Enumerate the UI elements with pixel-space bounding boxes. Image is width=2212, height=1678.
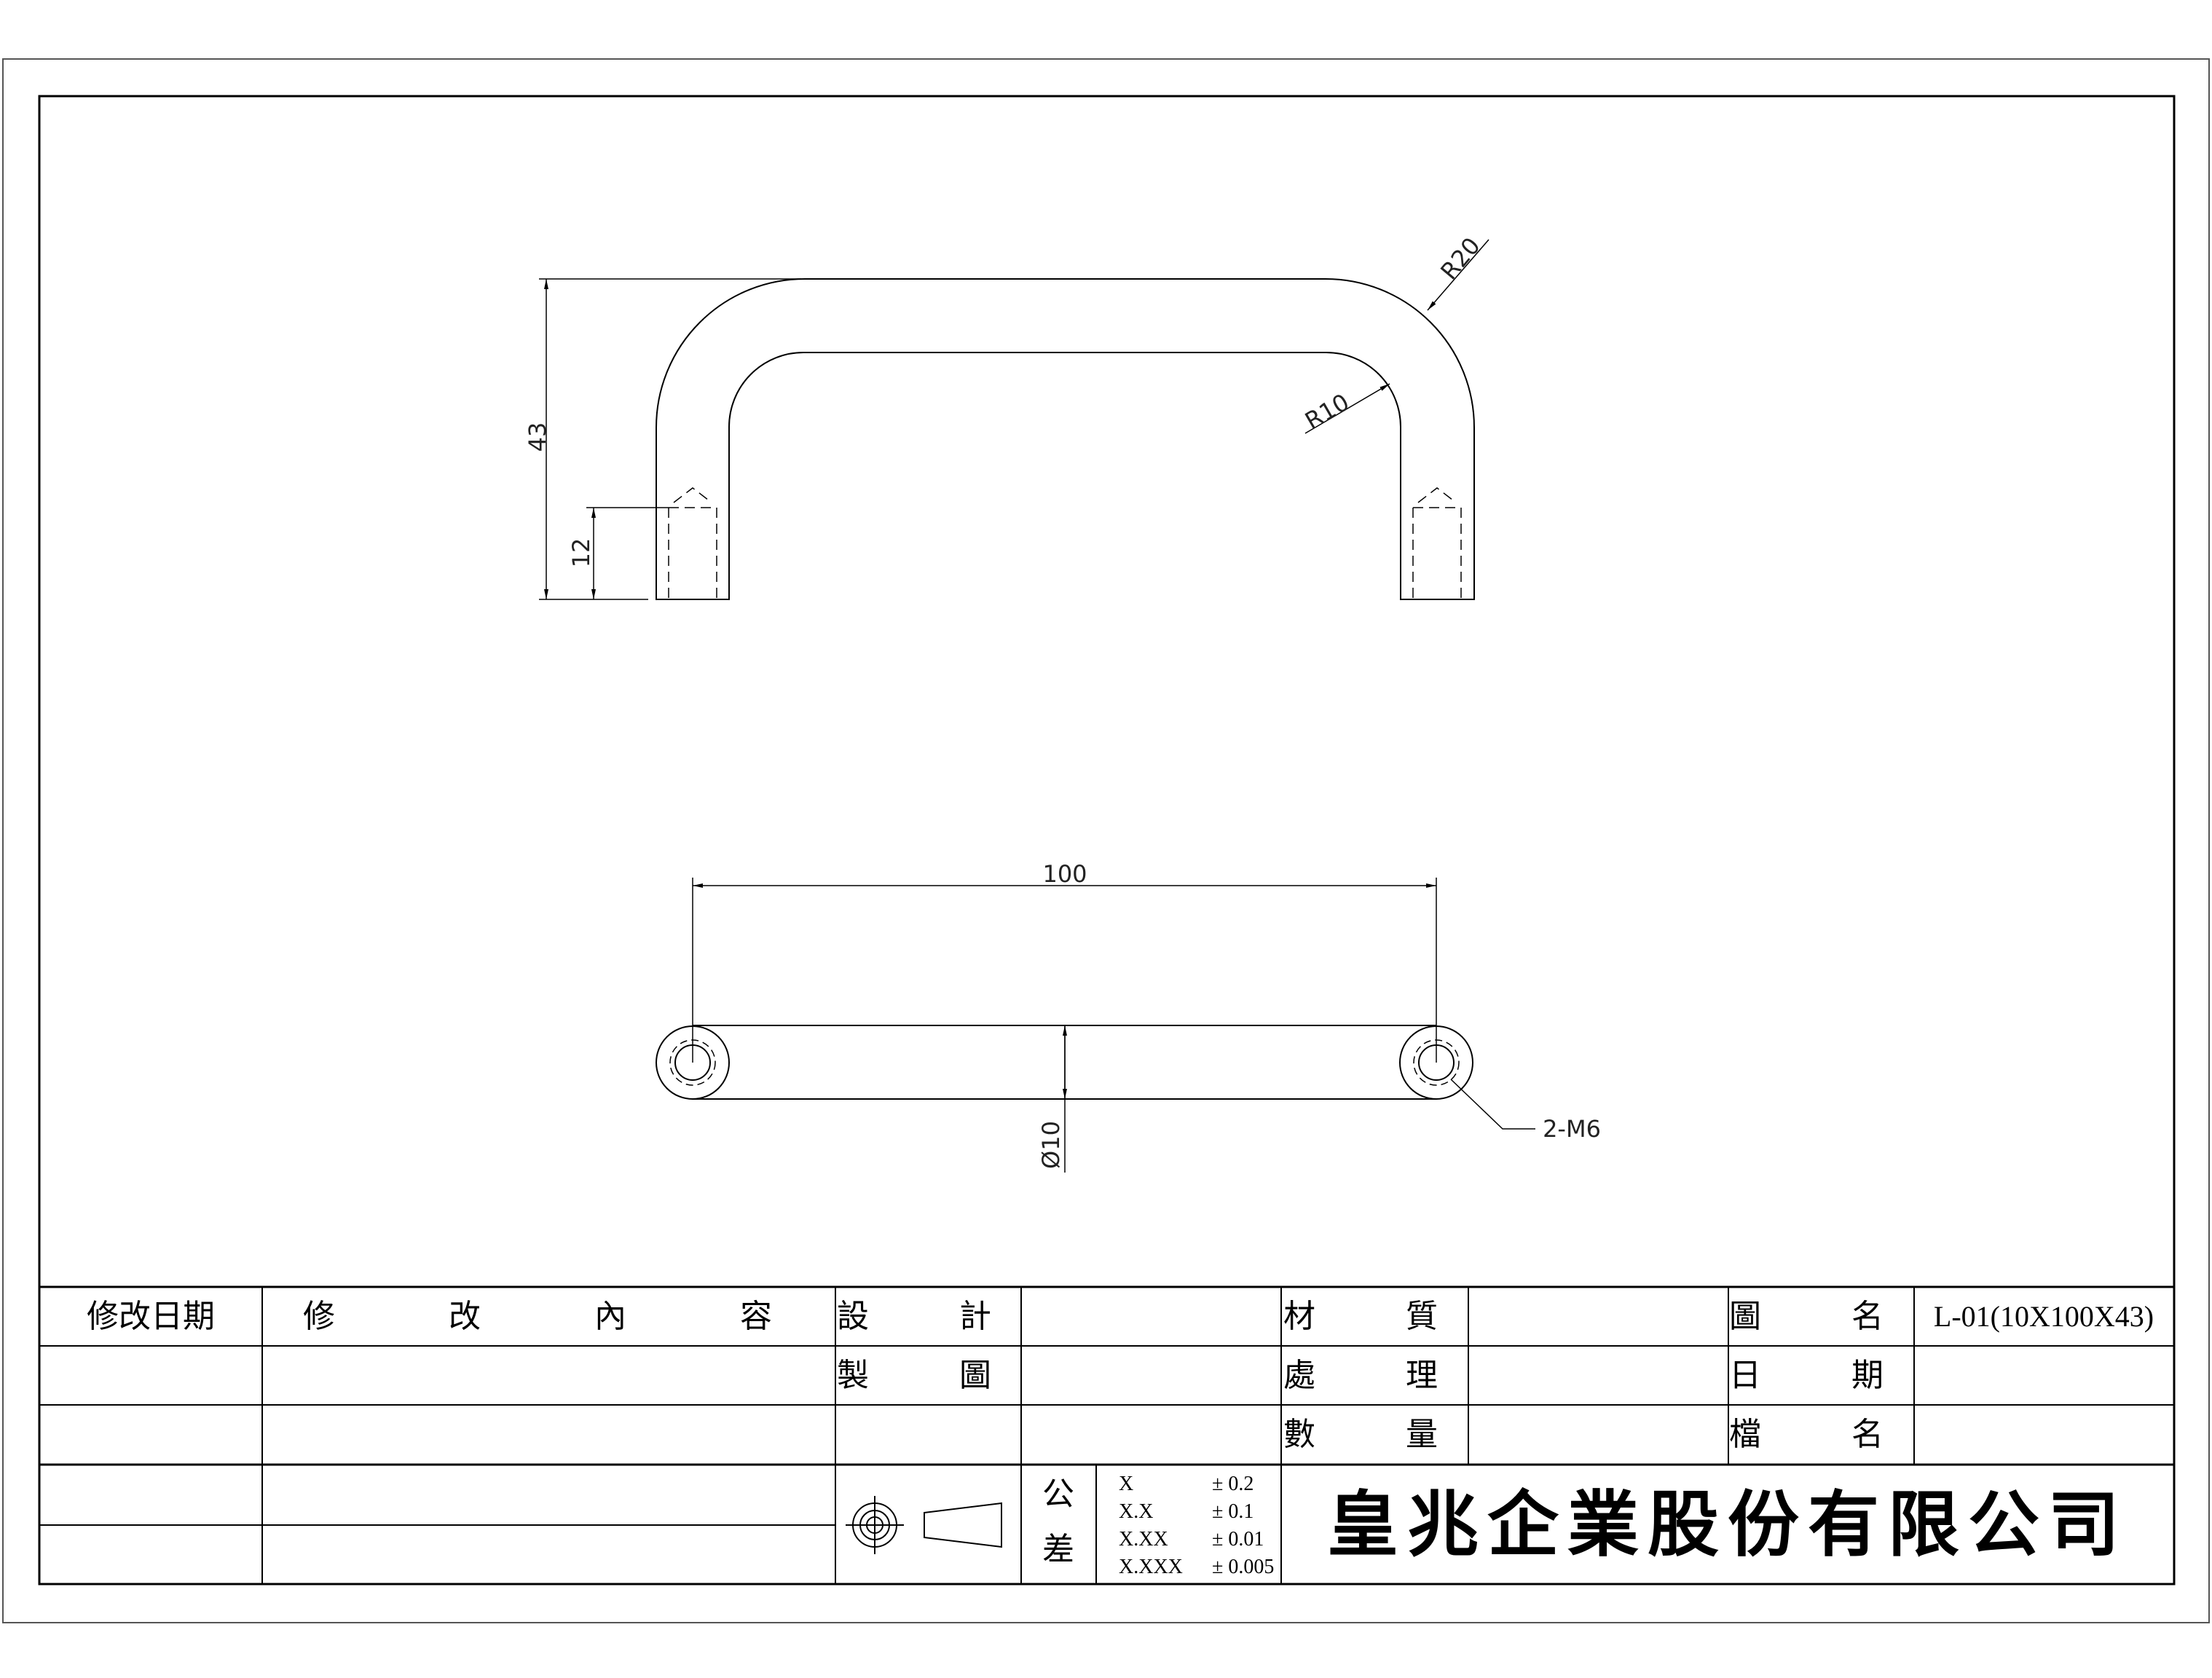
thread-hole-hidden-left — [668, 487, 717, 599]
tolerance-format-1: X — [1119, 1473, 1134, 1495]
tolerance-format-4: X.XXX — [1119, 1556, 1183, 1578]
revision-content-header-4: 容 — [740, 1298, 772, 1335]
projection-symbol-icon — [846, 1496, 1002, 1554]
tolerance-label-1: 公 — [1042, 1476, 1074, 1513]
drawing-name-label: 圖 名 — [1729, 1298, 1913, 1335]
quantity-label: 數 量 — [1283, 1416, 1467, 1453]
drafter-label: 製 圖 — [837, 1357, 1020, 1394]
title-block-grid — [39, 1285, 2174, 1584]
treatment-label: 處 理 — [1283, 1357, 1467, 1394]
revision-content-header-3: 內 — [594, 1298, 626, 1335]
material-label: 材 質 — [1283, 1298, 1467, 1335]
inner-frame — [38, 95, 2176, 1586]
date-label: 日 期 — [1729, 1357, 1913, 1394]
handle-plan-view — [656, 1025, 1473, 1100]
dimension-center-distance-label: 100 — [1042, 860, 1087, 888]
drawing-name-value: L-01(10X100X43) — [1933, 1300, 2154, 1333]
tolerance-value-3: ± 0.01 — [1212, 1528, 1264, 1551]
revision-date-header: 修改日期 — [87, 1298, 215, 1335]
dimension-height-label: 43 — [524, 422, 551, 452]
tolerance-format-2: X.X — [1119, 1500, 1154, 1523]
thread-callout-label: 2-M6 — [1543, 1115, 1601, 1143]
revision-content-header-1: 修 — [303, 1298, 335, 1335]
tolerance-value-4: ± 0.005 — [1212, 1556, 1275, 1578]
tolerance-value-1: ± 0.2 — [1212, 1473, 1254, 1495]
tolerance-value-2: ± 0.1 — [1212, 1500, 1254, 1523]
outer-border — [2, 58, 2210, 1623]
dimension-lines-top — [539, 239, 1489, 600]
tolerance-label-2: 差 — [1042, 1531, 1074, 1568]
company-name: 皇兆企業股份有限公司 — [1326, 1483, 2129, 1567]
tolerance-format-3: X.XX — [1119, 1528, 1168, 1551]
handle-outer-profile — [656, 278, 1475, 600]
dimension-lines-bottom — [692, 878, 1535, 1173]
file-name-label: 檔 名 — [1729, 1416, 1913, 1453]
dimension-thread-depth-label: 12 — [567, 537, 595, 568]
revision-content-header-2: 改 — [449, 1298, 481, 1335]
dimension-diameter-label: Ø10 — [1037, 1121, 1065, 1169]
designer-label: 設 計 — [837, 1298, 1020, 1335]
thread-hole-hidden-right — [1412, 487, 1462, 599]
